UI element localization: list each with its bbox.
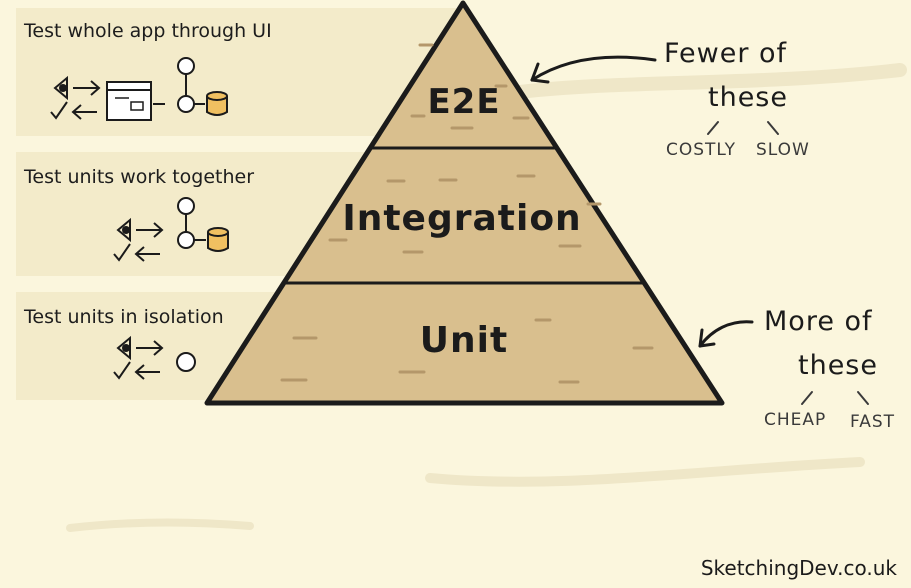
tag-ticks-top — [707, 121, 779, 135]
e2e-label: E2E — [427, 82, 501, 122]
e2e-description: Test whole app through UI — [24, 20, 272, 42]
arrow-left-icon — [134, 246, 160, 262]
component-graph-icon — [153, 57, 205, 113]
check-icon — [113, 361, 131, 380]
eye-icon — [116, 335, 131, 361]
component-graph-icon — [177, 197, 206, 249]
arrow-right-icon — [136, 222, 164, 238]
e2e-icon-row — [50, 57, 228, 121]
arrow-to-bottom-icon — [698, 320, 754, 348]
top-tag-slow: SLOW — [756, 140, 810, 160]
bottom-note-line2: these — [798, 350, 878, 381]
wood-grain-strokes — [280, 43, 654, 384]
eye-icon — [116, 217, 131, 243]
eye-icon — [53, 75, 68, 101]
arrow-right-icon — [73, 80, 101, 96]
browser-window-icon — [106, 81, 152, 121]
check-icon — [113, 243, 131, 262]
bottom-note-line1: More of — [764, 306, 873, 337]
bottom-tag-fast: FAST — [850, 412, 896, 432]
integration-description: Test units work together — [24, 166, 255, 188]
e2e-panel — [16, 8, 456, 136]
arrow-left-icon — [71, 104, 97, 120]
integration-icon-row — [113, 197, 229, 262]
database-icon — [207, 227, 229, 252]
unit-description: Test units in isolation — [24, 306, 224, 328]
integration-label: Integration — [342, 198, 582, 239]
unit-circle-icon — [176, 352, 196, 372]
arrow-to-top-icon — [530, 55, 657, 84]
database-icon — [206, 91, 228, 116]
brand-watermark: SketchingDev.co.uk — [700, 556, 897, 580]
check-icon — [50, 101, 68, 120]
arrow-left-icon — [134, 364, 160, 380]
top-note-line1: Fewer of — [664, 38, 788, 69]
unit-icon-row — [113, 335, 196, 380]
tag-ticks-bottom — [801, 391, 869, 405]
top-note-line2: these — [708, 82, 788, 113]
arrow-right-icon — [136, 340, 164, 356]
top-tag-costly: COSTLY — [666, 140, 737, 160]
bottom-tag-cheap: CHEAP — [764, 410, 827, 430]
unit-label: Unit — [419, 320, 509, 361]
